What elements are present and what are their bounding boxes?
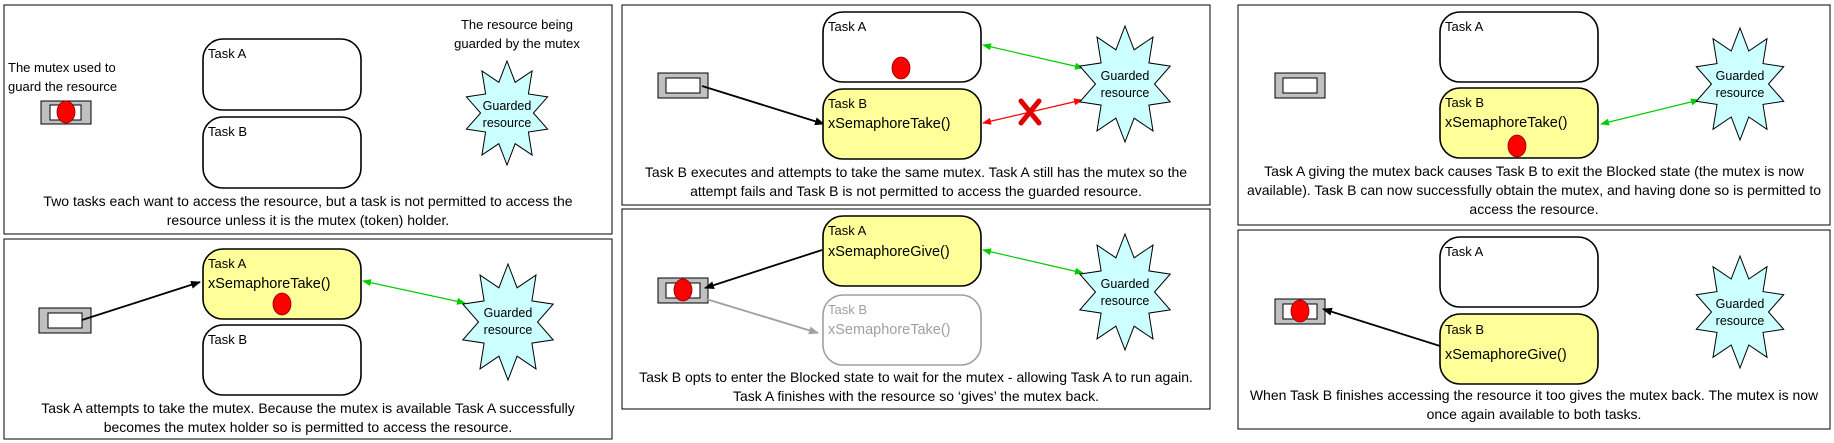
mutex-note-line-2: guard the resource bbox=[8, 79, 117, 94]
resource-note-line-1: The resource being bbox=[461, 17, 573, 32]
mutex-token bbox=[272, 292, 292, 316]
guarded-resource-star bbox=[1078, 24, 1172, 144]
caption-line-1: Task A giving the mutex back causes Task… bbox=[1264, 163, 1805, 179]
task-a-box bbox=[202, 38, 362, 111]
caption-line-2: available). Task B can now successfully … bbox=[1247, 182, 1821, 198]
access-arrow bbox=[1600, 98, 1700, 126]
mutex-token-holder bbox=[657, 277, 709, 304]
task-a-label: Task A bbox=[1445, 244, 1484, 259]
guarded-resource-star bbox=[461, 262, 555, 382]
task-a-label: Task A bbox=[828, 223, 867, 238]
guarded-label-line-2: resource bbox=[1716, 86, 1765, 100]
guarded-label-line-2: resource bbox=[483, 116, 532, 130]
mutex-token-holder bbox=[38, 307, 92, 334]
guarded-resource-star bbox=[465, 59, 549, 167]
mutex-note-line-1: The mutex used to bbox=[8, 60, 116, 75]
task-b-box bbox=[1439, 313, 1599, 385]
task-b-label: Task B bbox=[1445, 322, 1484, 337]
task-b-label: Task B bbox=[828, 302, 867, 317]
guarded-label-line-1: Guarded bbox=[1101, 69, 1150, 83]
access-arrow bbox=[982, 43, 1084, 70]
guarded-label-line-2: resource bbox=[1716, 314, 1765, 328]
task-a-call: xSemaphoreGive() bbox=[828, 244, 950, 260]
task-b-call: xSemaphoreTake() bbox=[828, 116, 951, 132]
task-b-box bbox=[822, 88, 982, 160]
caption-line-1: Two tasks each want to access the resour… bbox=[43, 193, 572, 209]
task-a-label: Task A bbox=[208, 256, 247, 271]
access-arrow bbox=[982, 248, 1084, 275]
mutex-token bbox=[1507, 134, 1527, 158]
task-b-label: Task B bbox=[208, 332, 247, 347]
caption-line-2: becomes the mutex holder so is permitted… bbox=[104, 419, 513, 435]
task-b-box bbox=[202, 116, 362, 189]
task-a-box bbox=[822, 11, 982, 83]
take-arrow bbox=[701, 85, 825, 126]
task-b-box bbox=[822, 294, 982, 366]
guarded-resource-star bbox=[1695, 254, 1785, 370]
mutex-token-holder bbox=[1274, 298, 1326, 325]
guarded-label-line-1: Guarded bbox=[483, 99, 532, 113]
caption-line-2: attempt fails and Task B is not permitte… bbox=[690, 183, 1142, 199]
task-a-box bbox=[1439, 11, 1599, 83]
guarded-label-line-1: Guarded bbox=[1716, 69, 1765, 83]
guarded-label-line-1: Guarded bbox=[1716, 297, 1765, 311]
mutex-token bbox=[1290, 299, 1310, 323]
task-a-box bbox=[1439, 236, 1599, 308]
give-arrow bbox=[704, 249, 823, 290]
guarded-label-line-2: resource bbox=[484, 323, 533, 337]
panel-5: Task A Task B xSemaphoreTake() Guarded r… bbox=[1237, 4, 1831, 226]
guarded-label-line-1: Guarded bbox=[484, 306, 533, 320]
panel-2: Task A xSemaphoreTake() Task B Guarded r… bbox=[3, 238, 613, 440]
guarded-label-line-2: resource bbox=[1101, 86, 1150, 100]
caption-line-2: once again available to both tasks. bbox=[1427, 406, 1642, 422]
mutex-token bbox=[891, 56, 911, 80]
caption-line-3: access the resource. bbox=[1469, 201, 1598, 217]
guarded-resource-star bbox=[1695, 26, 1785, 142]
give-arrow bbox=[1322, 307, 1441, 347]
task-a-label: Task A bbox=[208, 46, 247, 61]
caption-line-2: resource unless it is the mutex (token) … bbox=[167, 212, 449, 228]
task-a-box bbox=[202, 248, 362, 320]
access-arrow bbox=[362, 279, 466, 305]
guarded-resource-star bbox=[1078, 232, 1172, 352]
task-b-label: Task B bbox=[1445, 95, 1484, 110]
fail-cross-icon bbox=[1018, 98, 1042, 126]
task-b-label: Task B bbox=[828, 96, 867, 111]
guarded-label-line-1: Guarded bbox=[1101, 277, 1150, 291]
task-a-label: Task A bbox=[1445, 19, 1484, 34]
mutex-token bbox=[56, 100, 76, 124]
task-a-call: xSemaphoreTake() bbox=[208, 276, 331, 292]
caption-line-1: Task B executes and attempts to take the… bbox=[645, 164, 1187, 180]
guarded-label-line-2: resource bbox=[1101, 294, 1150, 308]
task-b-call: xSemaphoreTake() bbox=[1445, 115, 1568, 131]
mutex-token-holder bbox=[657, 72, 709, 99]
caption-line-1: Task B opts to enter the Blocked state t… bbox=[639, 369, 1193, 385]
panel-6: Task A Task B xSemaphoreGive() Guarded r… bbox=[1237, 229, 1831, 430]
blocked-take-arrow bbox=[705, 298, 819, 335]
mutex-token-holder bbox=[40, 100, 92, 125]
task-b-call: xSemaphoreTake() bbox=[828, 322, 951, 338]
mutex-token-holder bbox=[1274, 72, 1326, 99]
task-b-box bbox=[202, 324, 362, 396]
task-a-label: Task A bbox=[828, 19, 867, 34]
caption-line-1: Task A attempts to take the mutex. Becau… bbox=[41, 400, 575, 416]
mutex-token bbox=[673, 278, 693, 302]
caption-line-2: Task A finishes with the resource so ‘gi… bbox=[733, 388, 1099, 404]
task-b-label: Task B bbox=[208, 124, 247, 139]
panel-3: Task A Task B xSemaphoreTake() Guarded r… bbox=[621, 4, 1211, 206]
task-b-call: xSemaphoreGive() bbox=[1445, 347, 1567, 363]
resource-note-line-2: guarded by the mutex bbox=[454, 36, 580, 51]
task-a-box bbox=[822, 215, 982, 287]
task-b-box bbox=[1439, 87, 1599, 159]
take-arrow bbox=[81, 280, 201, 321]
panel-4: Task A xSemaphoreGive() Task B xSemaphor… bbox=[621, 208, 1211, 410]
caption-line-1: When Task B finishes accessing the resou… bbox=[1250, 387, 1819, 403]
panel-1: The mutex used to guard the resource Tas… bbox=[3, 4, 613, 235]
